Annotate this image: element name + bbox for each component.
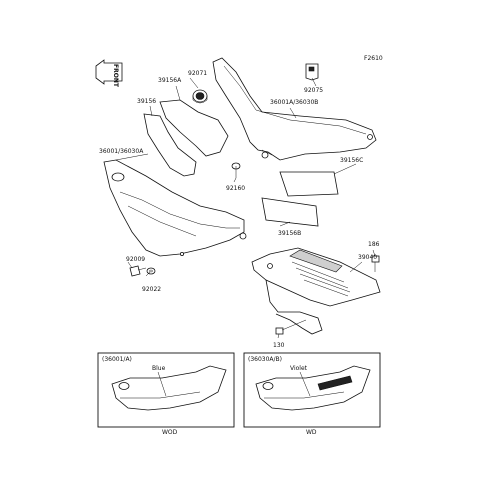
- detail-box-1-model: WOD: [162, 429, 178, 436]
- bolt-92009: [129, 265, 147, 277]
- pad-39156C: [279, 171, 339, 197]
- detail-box-2-color: Violet: [290, 365, 308, 372]
- front-label: FRONT: [112, 64, 119, 88]
- right-side-cover: [212, 57, 377, 161]
- callout-92160: 92160: [226, 185, 245, 192]
- detail-box-1-color: Blue: [152, 365, 166, 372]
- clip-92075: [305, 63, 319, 81]
- callout-92075: 92075: [304, 87, 323, 94]
- callout-39040: 39040: [358, 254, 377, 261]
- leader-lines: [115, 77, 376, 339]
- callout-92071: 92071: [188, 70, 207, 77]
- callout-130: 130: [273, 342, 285, 349]
- callout-39156C: 39156C: [340, 157, 363, 164]
- left-side-cover: [103, 159, 247, 257]
- callout-39156A: 39156A: [158, 77, 182, 84]
- detail-box-2: (36030A/B) Violet WD: [243, 352, 381, 436]
- bolt-186: [371, 255, 380, 272]
- callout-36001-36030A: 36001/36030A: [99, 148, 144, 155]
- guard-39040: [251, 247, 381, 335]
- front-arrow-icon: FRONT: [95, 59, 123, 88]
- callout-186: 186: [368, 241, 380, 248]
- callout-36001A-36030B: 36001A/36030B: [270, 99, 318, 106]
- callout-39156: 39156: [137, 98, 156, 105]
- detail-box-2-ref: (36030A/B): [248, 356, 282, 363]
- callout-39156B: 39156B: [278, 230, 301, 237]
- grommet-92071: [192, 89, 208, 104]
- detail-box-1: (36001/A) Blue WOD: [97, 352, 235, 436]
- pad-39156: [143, 113, 197, 177]
- detail-box-2-model: WD: [306, 429, 317, 436]
- detail-box-1-ref: (36001/A): [102, 356, 132, 363]
- diagram-code: F2610: [364, 55, 383, 62]
- washer-92160: [231, 162, 241, 178]
- pad-39156A: [159, 99, 229, 157]
- callout-92009: 92009: [126, 256, 145, 263]
- callout-92022: 92022: [142, 286, 161, 293]
- bolt-130: [275, 319, 307, 335]
- washer-92022: [146, 267, 156, 275]
- pad-39156B: [261, 197, 319, 227]
